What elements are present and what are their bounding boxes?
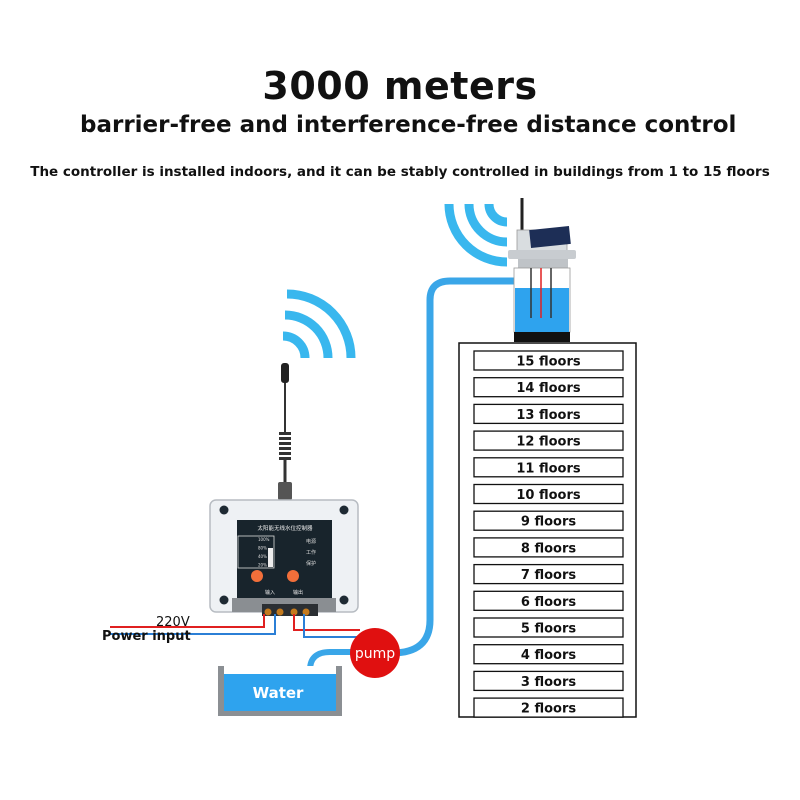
floor-label: 5 floors xyxy=(521,622,576,637)
water-tank xyxy=(218,666,342,716)
terminal-block xyxy=(262,604,318,616)
floor-label: 9 floors xyxy=(521,515,576,530)
floor-row xyxy=(473,457,624,478)
floor-row xyxy=(473,377,624,398)
wireless-controller xyxy=(209,499,359,613)
solar-sensor xyxy=(508,198,576,268)
indicator-label: 工作 xyxy=(306,549,316,556)
floor-label: 13 floors xyxy=(516,408,581,423)
floor-row xyxy=(473,430,624,451)
indicator-label: 保护 xyxy=(306,560,316,567)
floor-row xyxy=(473,403,624,425)
floor-row xyxy=(473,510,624,531)
level-label: 80% xyxy=(258,546,267,551)
controller-signal-icon xyxy=(282,289,356,359)
roof-water-tank xyxy=(513,267,571,342)
floor-label: 4 floors xyxy=(521,648,576,663)
controller-panel-title: 太阳能无线水位控制器 xyxy=(257,524,313,532)
floor-row xyxy=(473,537,624,558)
pump-label: pump xyxy=(355,646,395,662)
floor-row xyxy=(473,350,624,371)
floor-row xyxy=(473,697,624,718)
floor-row xyxy=(473,617,624,638)
floor-row xyxy=(473,590,624,611)
indicator-label: 电源 xyxy=(306,538,316,545)
floor-label: 6 floors xyxy=(521,595,576,610)
level-label: 40% xyxy=(258,554,267,559)
power-wires xyxy=(110,614,360,638)
pump-icon xyxy=(350,628,400,678)
level-label: 100% xyxy=(258,537,270,542)
floor-label: 15 floors xyxy=(516,355,581,370)
controller-antenna xyxy=(278,363,292,500)
floor-label: 14 floors xyxy=(516,381,581,396)
floor-row xyxy=(473,644,624,665)
floor-label: 3 floors xyxy=(521,675,576,690)
floor-row xyxy=(473,483,624,505)
sensor-signal-icon xyxy=(444,203,508,267)
floor-label: 12 floors xyxy=(516,435,581,450)
page-title: 3000 meters xyxy=(262,64,538,108)
voltage-label: 220V xyxy=(156,615,190,630)
terminal-output-label: 输出 xyxy=(293,589,303,596)
page-subtitle: barrier-free and interference-free dista… xyxy=(80,112,737,138)
power-input-label: Power input xyxy=(102,629,191,644)
terminal-input-label: 输入 xyxy=(265,589,275,596)
floor-label: 11 floors xyxy=(516,461,581,476)
level-label: 20% xyxy=(258,563,267,568)
water-label: Water xyxy=(253,684,304,702)
page-description: The controller is installed indoors, and… xyxy=(30,164,770,180)
floor-row xyxy=(473,563,624,585)
floor-label: 7 floors xyxy=(521,568,576,583)
floor-label: 2 floors xyxy=(521,702,576,717)
water-pipe xyxy=(388,277,524,657)
floor-label: 10 floors xyxy=(516,488,581,503)
floor-row xyxy=(473,670,624,692)
floor-label: 8 floors xyxy=(521,541,576,556)
